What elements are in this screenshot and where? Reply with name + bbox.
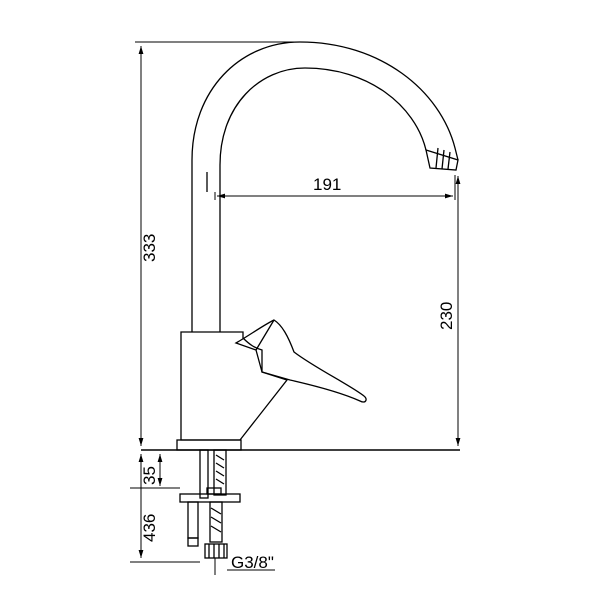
base-plate xyxy=(176,439,242,451)
dimension-lines xyxy=(130,41,461,575)
aerator-line-1 xyxy=(435,147,439,169)
label-base-thickness: 35 xyxy=(140,466,159,485)
lever-edge xyxy=(255,319,275,351)
hose-fitting-right xyxy=(204,543,228,559)
hose-lower-hatch-2 xyxy=(210,516,222,524)
hose-fitting-left xyxy=(187,537,199,547)
hose-upper xyxy=(213,449,227,496)
aerator-line-3 xyxy=(447,151,451,170)
aerator-line-2 xyxy=(441,149,445,170)
hose-hatch-1 xyxy=(215,454,225,461)
hose-hatch-4 xyxy=(215,478,225,485)
label-total-height: 333 xyxy=(140,234,159,262)
fixing-plate xyxy=(179,493,241,503)
label-thread: G3/8" xyxy=(231,553,274,572)
label-spout-height: 230 xyxy=(437,302,456,330)
hose-lower-right xyxy=(209,501,223,543)
hose-lower-hatch-3 xyxy=(210,525,222,533)
spout-inner-curve xyxy=(219,67,427,332)
lever-handle xyxy=(234,319,367,403)
mixer-body xyxy=(180,331,289,441)
spout-aerator xyxy=(425,149,459,171)
label-below-deck: 436 xyxy=(140,514,159,542)
label-spout-reach: 191 xyxy=(313,175,341,194)
fixing-nut xyxy=(206,487,222,495)
hose-hatch-3 xyxy=(215,470,225,477)
faucet-outline xyxy=(141,41,460,559)
threaded-rod xyxy=(199,449,209,499)
hose-lower-left xyxy=(187,501,199,539)
hose-hatch-2 xyxy=(215,462,225,469)
hose-lower-hatch-1 xyxy=(210,507,222,515)
